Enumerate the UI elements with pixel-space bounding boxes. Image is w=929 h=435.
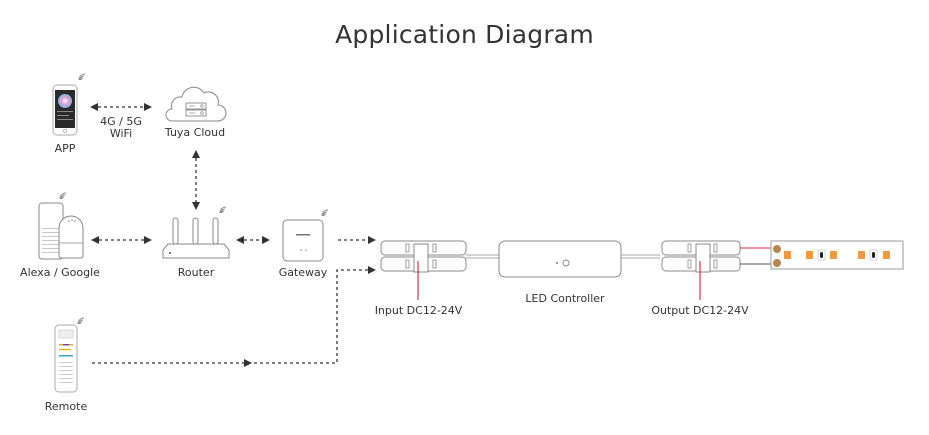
input-connector-icon <box>380 240 467 300</box>
alexa-google-label: Alexa / Google <box>20 266 100 279</box>
remote-label: Remote <box>44 400 88 413</box>
link-label-line2: WiFi <box>109 127 133 140</box>
remote-controller-link <box>92 266 376 364</box>
smart-speaker-icon <box>38 192 84 260</box>
remote-control-icon <box>54 317 85 393</box>
output-connector-icon <box>661 240 741 300</box>
link-label-line1: 4G / 5G <box>100 115 142 128</box>
app-label: APP <box>54 142 76 155</box>
router-icon <box>162 206 230 259</box>
smartphone-icon <box>52 73 86 136</box>
cloud-label: Tuya Cloud <box>164 126 226 139</box>
input-connector-label: Input DC12-24V <box>374 304 463 317</box>
page-title: Application Diagram <box>335 20 594 49</box>
remote-link-arrowhead <box>244 359 252 367</box>
led-strip-icon <box>770 240 904 270</box>
gateway-label: Gateway <box>278 266 328 279</box>
controller-label: LED Controller <box>525 292 605 305</box>
gateway-icon <box>282 209 329 262</box>
cloud-server-icon <box>165 86 227 122</box>
output-connector-label: Output DC12-24V <box>651 304 749 317</box>
router-label: Router <box>177 266 215 279</box>
led-controller-icon <box>498 240 622 278</box>
